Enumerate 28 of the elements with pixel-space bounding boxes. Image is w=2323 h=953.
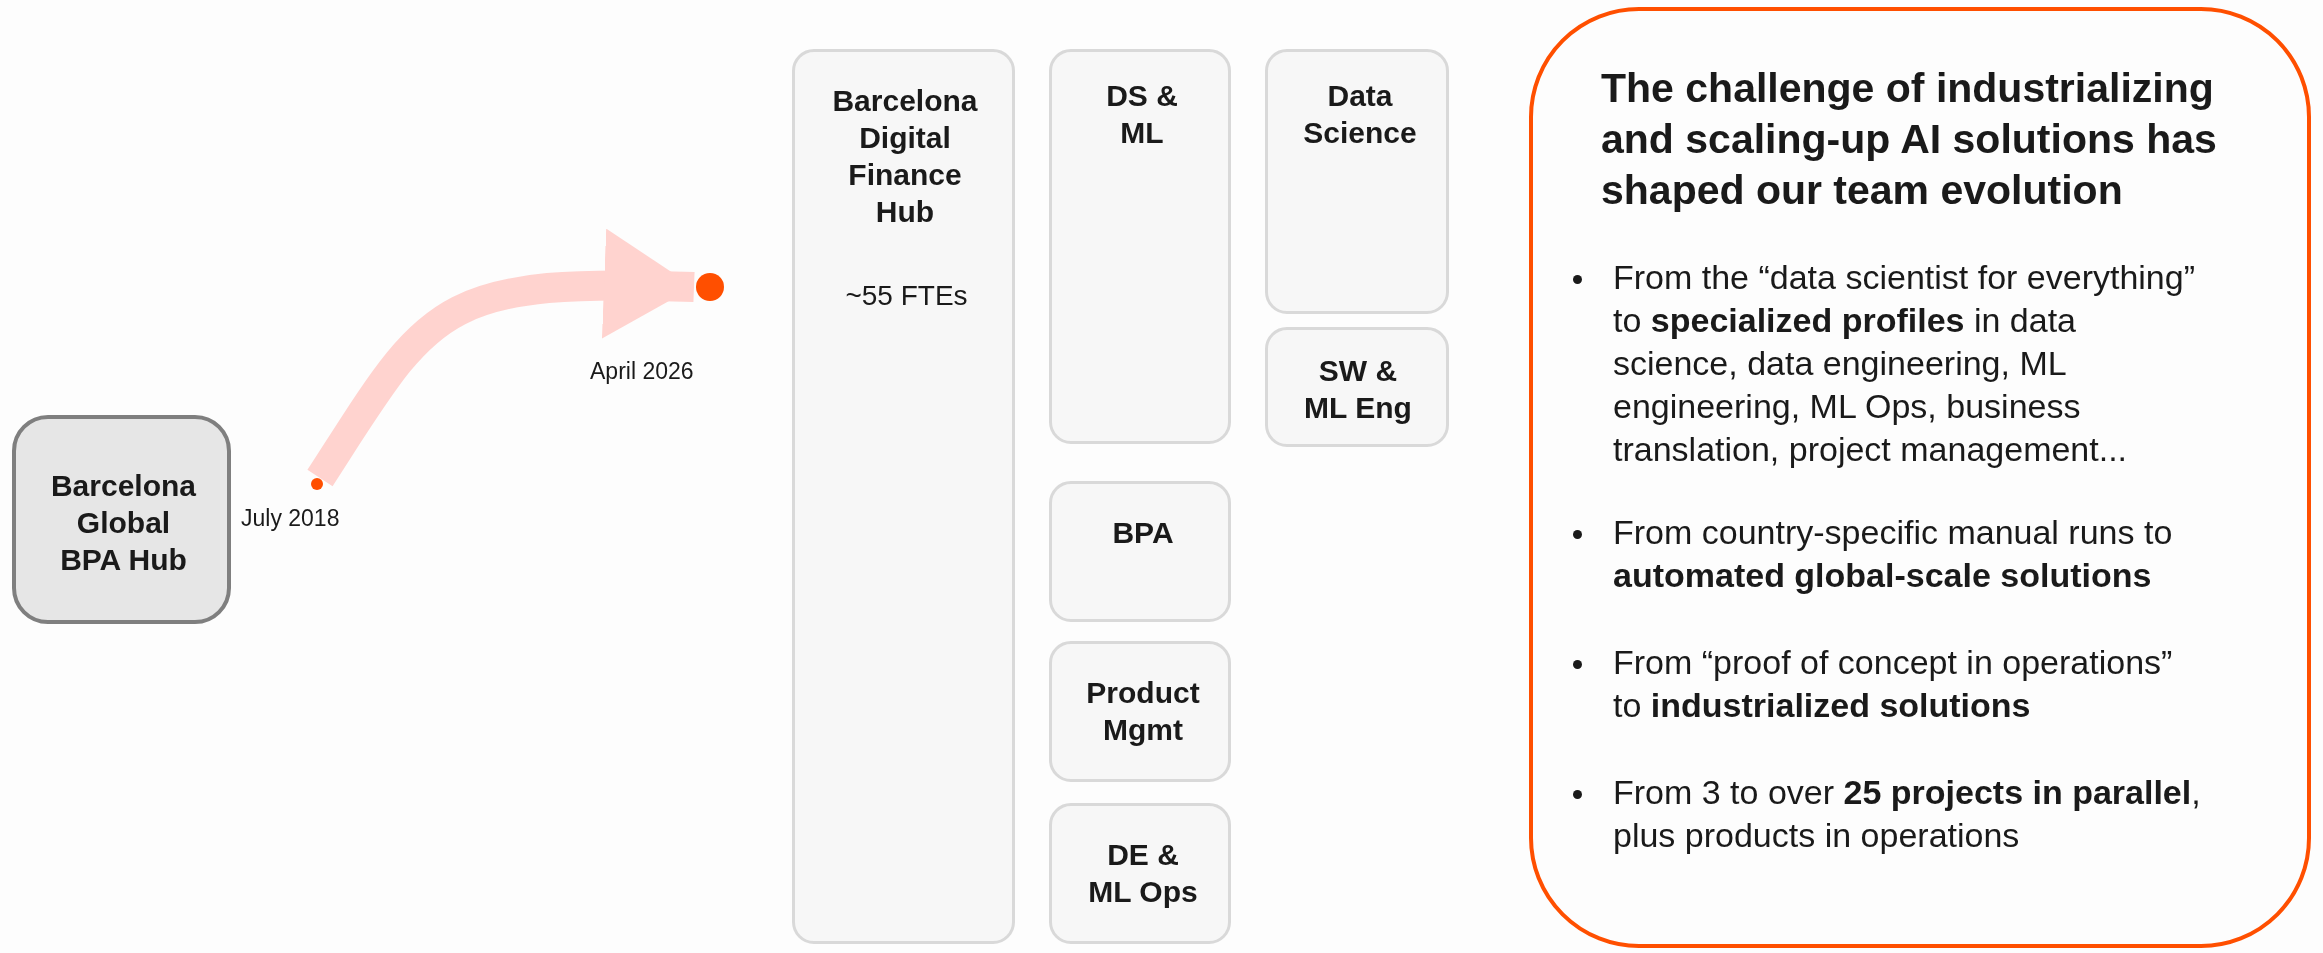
date-label: April 2026	[590, 358, 694, 385]
box-title: DE & ML Ops	[1087, 837, 1199, 910]
team-box	[1049, 803, 1231, 944]
box-note: ~55 FTEs	[844, 279, 969, 313]
hub-box	[12, 415, 231, 624]
bullet-point: From the “data scientist for everything” to specialized profiles in data science, data engineering, ML engineering, ML Ops, business translation, project management...	[1613, 257, 2196, 470]
bullet-point: From 3 to over 25 projects in parallel, plus products in operations	[1613, 772, 2202, 856]
bullet-point: From “proof of concept in operations” to industrialized solutions	[1613, 642, 2174, 726]
curved-arrow	[307, 229, 695, 487]
team-box	[1049, 481, 1231, 622]
timeline-dot	[696, 273, 724, 301]
team-box	[1265, 49, 1449, 314]
date-label: July 2018	[241, 505, 340, 532]
card-heading: The challenge of industrializing and scaling-up AI solutions has shaped our team evolution	[1601, 64, 2218, 215]
summary-card	[1529, 7, 2311, 948]
box-title: Data Science	[1302, 78, 1418, 151]
team-box	[1049, 641, 1231, 782]
box-title: BPA	[1111, 515, 1175, 551]
box-title: Barcelona Digital Finance Hub	[831, 83, 979, 230]
team-box	[792, 49, 1015, 944]
box-title: Product Mgmt	[1085, 675, 1201, 748]
timeline-dot	[311, 478, 323, 490]
team-box	[1265, 327, 1449, 447]
bullet-point: From country-specific manual runs to automated global-scale solutions	[1613, 512, 2174, 596]
box-title: SW & ML Eng	[1303, 353, 1413, 426]
box-title: DS & ML	[1105, 78, 1179, 151]
box-title: Barcelona Global BPA Hub	[49, 468, 198, 578]
team-box	[1049, 49, 1231, 444]
